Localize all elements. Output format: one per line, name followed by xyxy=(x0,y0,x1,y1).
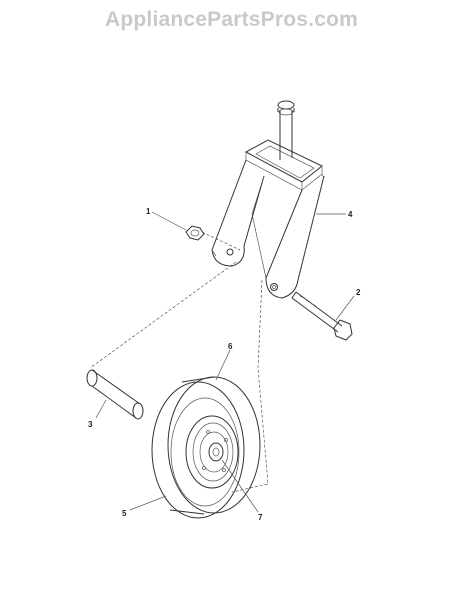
wheel-assembly xyxy=(151,376,261,519)
callout-2: 2 xyxy=(356,288,361,297)
spacer-tube xyxy=(86,369,144,420)
callout-6: 6 xyxy=(228,342,233,351)
nut xyxy=(185,225,205,241)
callout-3: 3 xyxy=(88,420,93,429)
callout-1: 1 xyxy=(146,207,151,216)
leader-lines xyxy=(95,211,355,513)
callout-4: 4 xyxy=(348,210,353,219)
callout-7: 7 xyxy=(258,513,263,522)
assembly-guide-lines xyxy=(89,231,269,493)
callout-5: 5 xyxy=(122,509,127,518)
bolt xyxy=(291,291,353,341)
watermark: AppliancePartsPros.com xyxy=(105,8,358,31)
caster-fork xyxy=(211,100,325,299)
